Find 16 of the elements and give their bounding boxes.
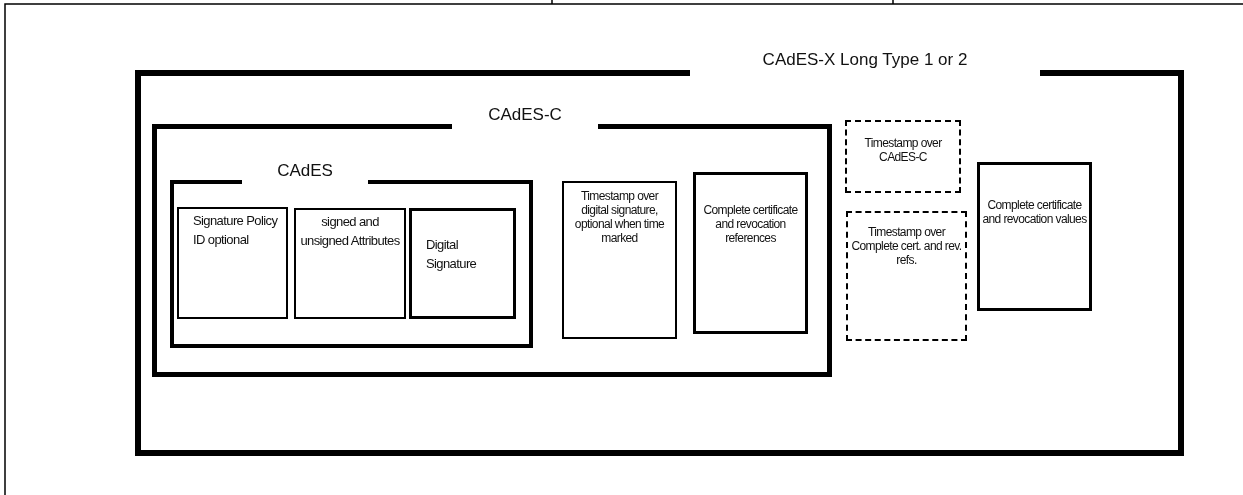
box-label: signed and unsigned Attributes [299,213,401,250]
component-box [693,172,808,334]
box-label: Signature Policy ID optional [193,212,279,249]
component-box [409,208,516,319]
box-label: Complete certificate and revocation values [982,198,1087,226]
component-box [562,181,677,339]
box-label: Complete certificate and revocation references [702,203,799,245]
box-label: Timestamp over digital signature, optional when time marked [573,189,666,245]
box-label: Timestamp over Complete cert. and rev. refs. [850,225,963,267]
box-label: Digital Signature [426,236,478,273]
component-box [294,208,406,319]
optional-box [845,120,961,193]
component-box [177,207,288,319]
component-box [977,162,1092,311]
box-label: Timestamp over CAdES-C [863,136,943,164]
optional-box [846,211,967,341]
